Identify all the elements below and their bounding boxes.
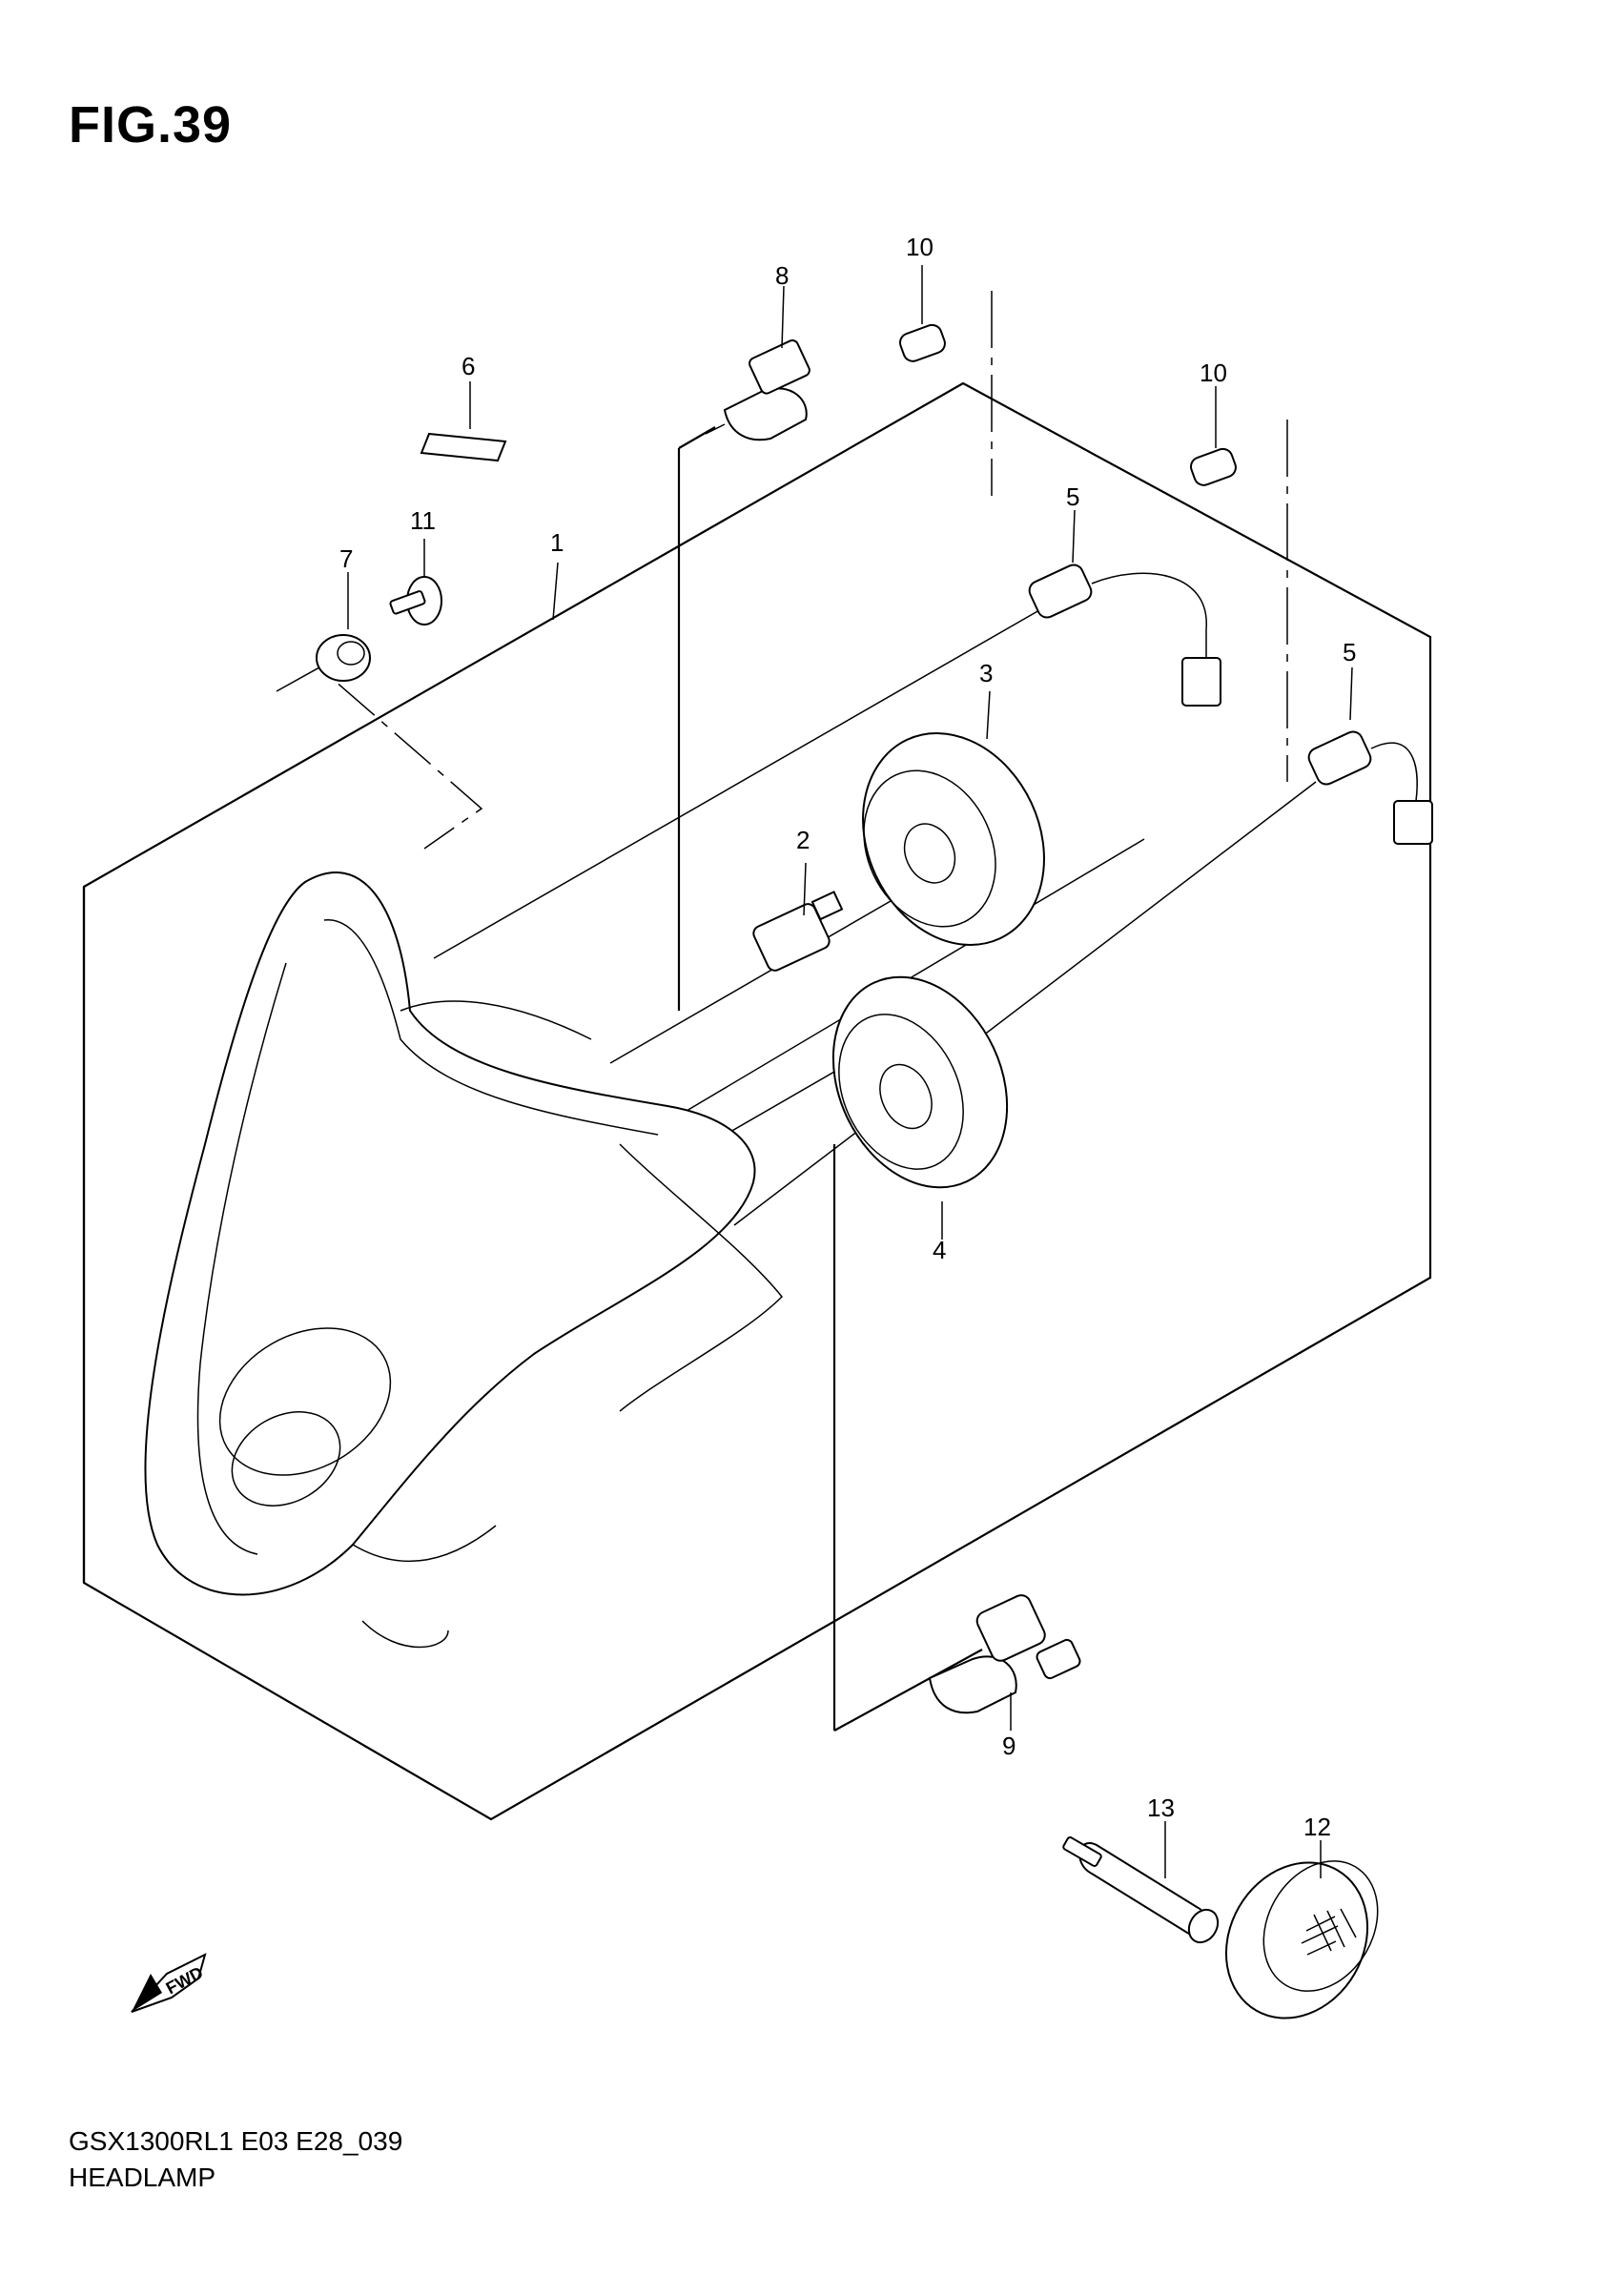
callout-9: 9 bbox=[1002, 1732, 1016, 1760]
part-bulb-upper bbox=[705, 339, 810, 441]
part-spacer bbox=[1062, 1836, 1220, 1944]
part-wedge-bulb-b bbox=[1190, 447, 1237, 486]
callout-5a: 5 bbox=[1066, 482, 1079, 511]
part-reflector-lower bbox=[831, 975, 1009, 1189]
callout-5b: 5 bbox=[1343, 638, 1356, 666]
callout-1: 1 bbox=[550, 528, 564, 557]
callout-2: 2 bbox=[796, 826, 810, 854]
part-grommet bbox=[316, 634, 371, 682]
part-socket-harness-a bbox=[1028, 564, 1221, 707]
part-cap bbox=[1224, 1860, 1379, 2019]
callout-10a: 10 bbox=[906, 233, 934, 261]
part-screw bbox=[389, 576, 442, 625]
part-label-strip bbox=[420, 432, 507, 462]
callout-3: 3 bbox=[979, 659, 993, 687]
callout-13: 13 bbox=[1147, 1794, 1175, 1822]
part-bulb-lower bbox=[928, 1594, 1081, 1714]
part-socket bbox=[752, 891, 844, 972]
headlamp-housing bbox=[144, 871, 784, 1649]
model-code: GSX1300RL1 E03 E28_039 bbox=[69, 2126, 403, 2156]
part-reflector-upper bbox=[862, 732, 1045, 946]
callout-6: 6 bbox=[462, 352, 475, 380]
callout-4: 4 bbox=[933, 1236, 946, 1264]
callout-7: 7 bbox=[339, 544, 353, 573]
callout-leaders bbox=[347, 265, 1353, 1878]
callout-numbers: 1 2 3 4 5 5 6 7 8 9 10 10 11 12 13 bbox=[339, 233, 1356, 1841]
callout-10b: 10 bbox=[1200, 359, 1227, 387]
callout-11: 11 bbox=[410, 506, 436, 535]
fwd-arrow: FWD bbox=[131, 1953, 207, 2013]
bulb-subbox bbox=[677, 291, 1288, 1732]
callout-8: 8 bbox=[775, 261, 789, 290]
callout-12: 12 bbox=[1303, 1813, 1331, 1841]
part-socket-harness-b bbox=[1307, 730, 1433, 845]
section-name: HEADLAMP bbox=[69, 2163, 216, 2192]
assembly-box bbox=[82, 381, 1432, 1821]
part-wedge-bulb-a bbox=[899, 323, 946, 362]
figure-title: FIG.39 bbox=[69, 96, 233, 154]
